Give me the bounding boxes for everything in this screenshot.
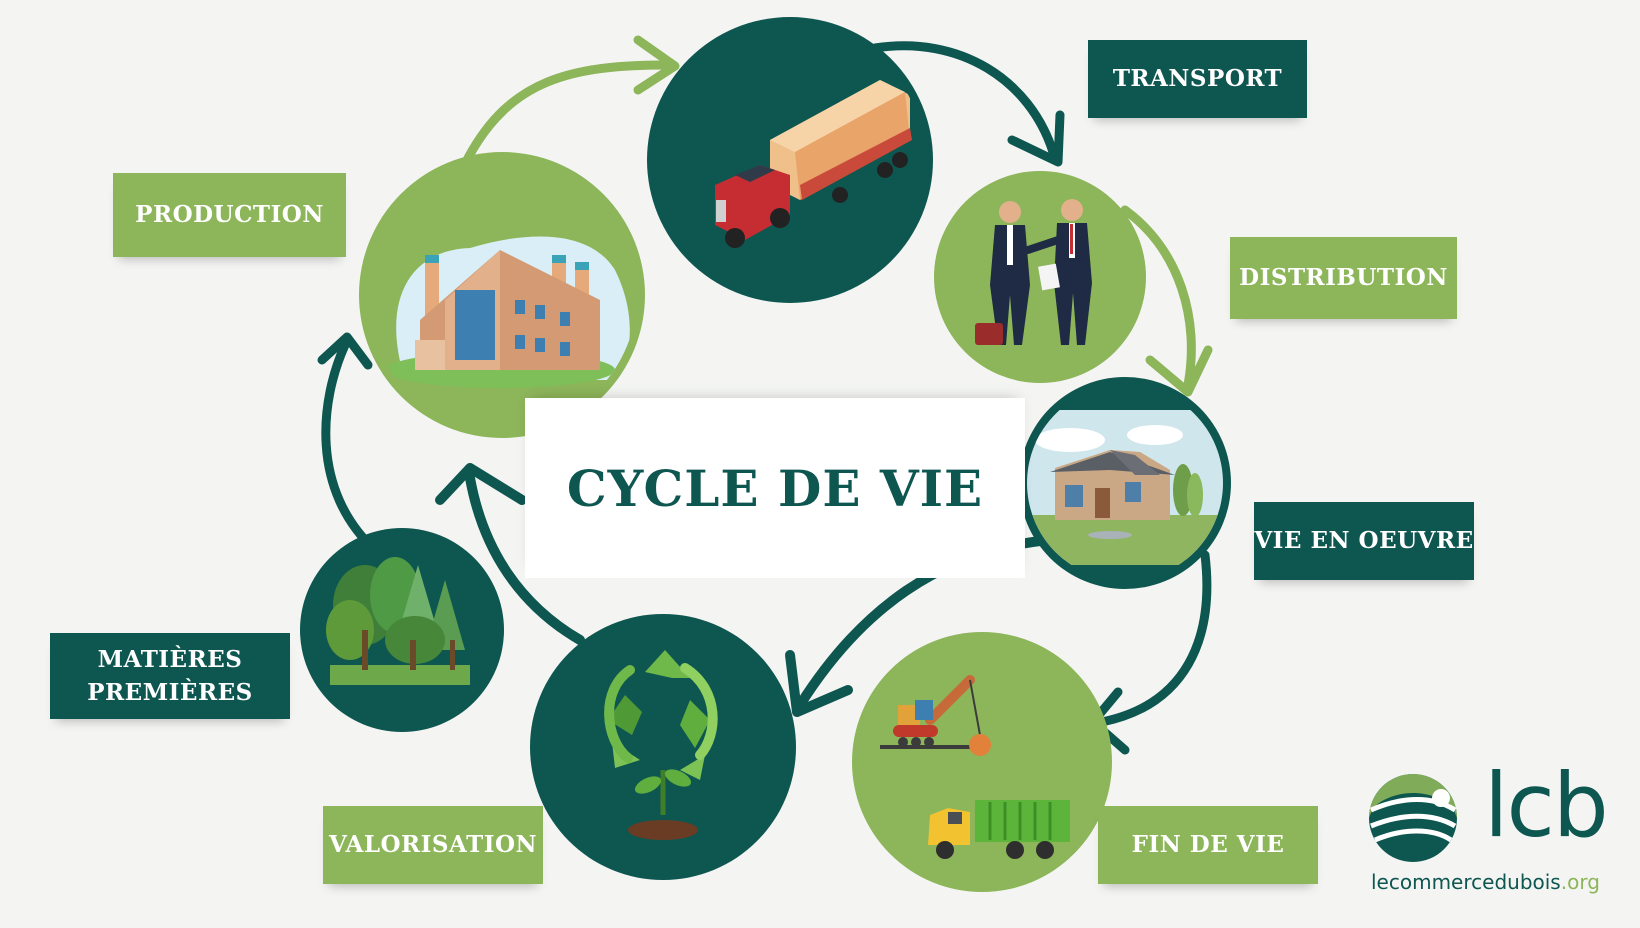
logo-url: lecommercedubois.org	[1371, 872, 1600, 892]
arrow-valorisation-to-production	[465, 473, 585, 645]
transport-illustration	[647, 17, 933, 303]
fin-de-vie-illustration	[852, 632, 1112, 892]
distribution-illustration	[934, 171, 1146, 383]
logo-globe-icon	[1369, 774, 1457, 862]
logo-url-tld: .org	[1560, 870, 1600, 894]
label-matieres-line2: PREMIÈRES	[87, 679, 253, 706]
vie-en-oeuvre-illustration	[1019, 377, 1231, 589]
diagram-title: CYCLE DE VIE	[566, 458, 984, 518]
label-matieres-line1: MATIÈRES	[97, 645, 243, 673]
arrow-distribution-to-vie	[1120, 205, 1196, 390]
title-box: CYCLE DE VIE	[525, 398, 1025, 578]
cycle-arrows	[317, 35, 1213, 755]
label-vie-en-oeuvre: VIE EN OEUVRE	[1254, 502, 1474, 580]
logo-wordmark: lcb	[1484, 754, 1609, 857]
arrow-transport-to-distribution	[870, 41, 1058, 157]
label-valorisation: VALORISATION	[323, 806, 543, 884]
logo-url-domain: lecommercedubois	[1371, 870, 1561, 894]
label-distribution: DISTRIBUTION	[1230, 237, 1457, 319]
logo: lcb lecommercedubois.org	[1368, 762, 1613, 900]
production-illustration	[359, 152, 645, 438]
label-fin-de-vie: FIN DE VIE	[1098, 806, 1318, 884]
label-transport: TRANSPORT	[1088, 40, 1307, 118]
arrow-matieres-to-production	[321, 340, 380, 555]
label-matieres-premieres: MATIÈRES PREMIÈRES	[50, 633, 290, 719]
valorisation-illustration	[530, 614, 796, 880]
label-production: PRODUCTION	[113, 173, 346, 257]
arrow-vie-to-fin	[1097, 550, 1212, 727]
arrow-production-to-transport	[463, 60, 672, 163]
matieres-premieres-illustration	[300, 528, 504, 732]
